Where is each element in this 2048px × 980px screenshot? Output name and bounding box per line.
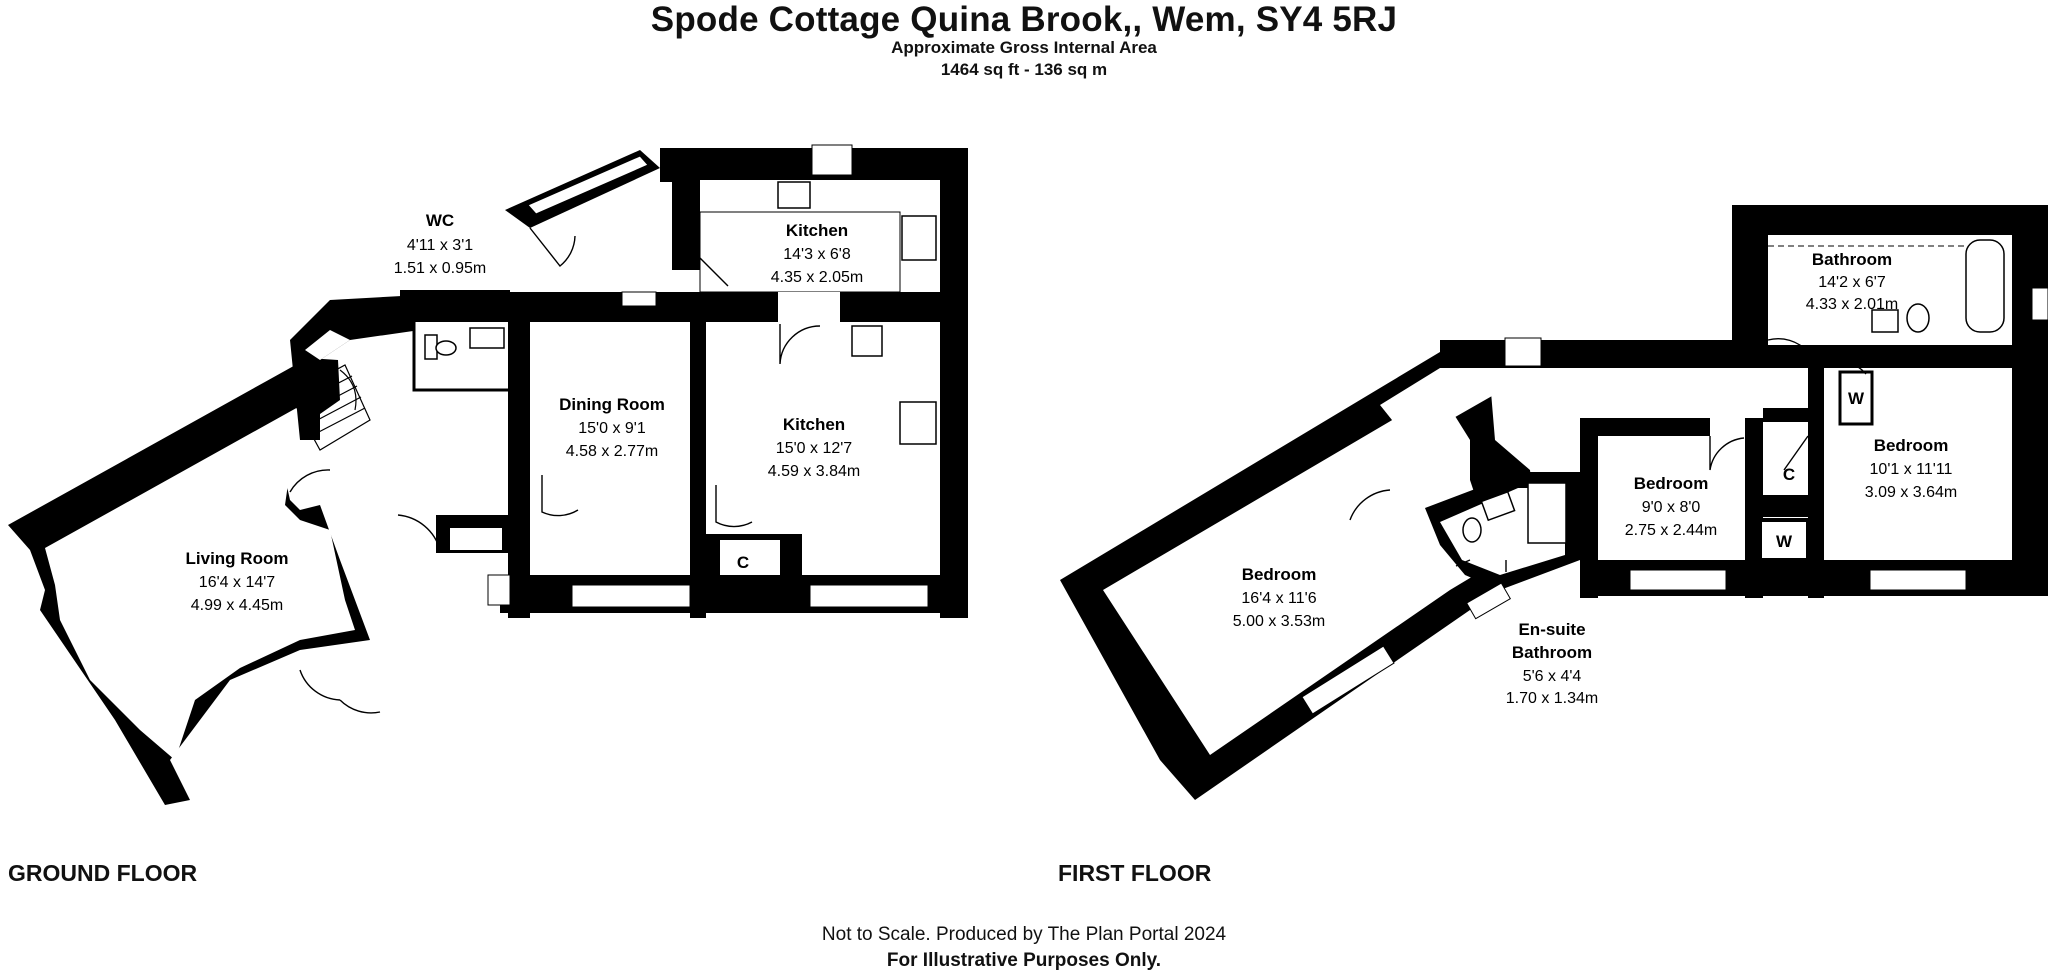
room-bedroom-right-name: Bedroom [1874,436,1949,455]
sink-icon-top [777,181,811,209]
staircase [289,364,371,451]
room-living-name: Living Room [186,549,289,568]
room-ensuite-name1: En-suite [1518,620,1585,639]
hob-icon-main [899,401,937,445]
room-kitchen-main: Kitchen 15'0 x 12'7 4.59 x 3.84m [768,415,861,480]
bedroom-large-window [1301,645,1395,715]
area-value: 1464 sq ft - 136 sq m [940,60,1108,79]
room-bedroom-large-metric: 5.00 x 3.53m [1233,613,1326,630]
door-swings-first [1349,337,1867,572]
shower-icon [1527,482,1567,544]
room-living-imperial: 16'4 x 14'7 [199,574,275,591]
room-kitchen-main-metric: 4.59 x 3.84m [768,463,861,480]
room-wc-imperial: 4'11 x 3'1 [407,237,473,254]
room-bathroom-name: Bathroom [1812,250,1892,269]
room-bedroom-mid-metric: 2.75 x 2.44m [1625,522,1718,539]
room-kitchen-main-imperial: 15'0 x 12'7 [776,440,852,457]
room-bedroom-right-imperial: 10'1 x 11'11 [1870,461,1953,478]
room-bedroom-mid: Bedroom 9'0 x 8'0 2.75 x 2.44m [1625,474,1718,539]
room-kitchen-small-imperial: 14'3 x 6'8 [783,246,851,263]
bedroom-mid-window [1629,569,1727,591]
area-label: Approximate Gross Internal Area [891,38,1157,57]
living-room-floor [45,406,355,760]
cupboard-c-first: C [1783,465,1795,484]
ensuite-toilet-icon [1462,517,1482,543]
room-bathroom-metric: 4.33 x 2.01m [1806,296,1899,313]
dining-window-top [621,291,657,307]
room-ensuite: En-suite Bathroom 5'6 x 4'4 1.70 x 1.34m [1506,620,1599,707]
bathroom-toilet-icon [1906,303,1930,333]
bathroom-window [2031,287,2048,321]
room-dining-name: Dining Room [559,395,665,414]
room-dining: Dining Room 15'0 x 9'1 4.58 x 2.77m [559,395,665,460]
first-floor-plan [1060,205,2048,800]
room-wc: WC 4'11 x 3'1 1.51 x 0.95m [394,211,487,277]
room-ensuite-name2: Bathroom [1512,643,1592,662]
cupboard-c-ground: C [737,553,749,572]
bath-icon [1965,239,2005,333]
room-bedroom-large-imperial: 16'4 x 11'6 [1241,590,1316,607]
first-floor-label: FIRST FLOOR [1058,860,1212,886]
ensuite-window [1465,582,1512,620]
room-ensuite-imperial: 5'6 x 4'4 [1523,668,1582,685]
window-top [527,155,649,215]
room-bedroom-right: Bedroom 10'1 x 11'11 3.09 x 3.64m [1865,436,1958,501]
room-bedroom-large-name: Bedroom [1242,565,1317,584]
room-bathroom-imperial: 14'2 x 6'7 [1818,274,1886,291]
hall-window [487,574,511,606]
room-ensuite-metric: 1.70 x 1.34m [1506,690,1599,707]
room-bathroom: Bathroom 14'2 x 6'7 4.33 x 2.01m [1806,250,1899,313]
ground-floor-plan [8,144,968,805]
room-kitchen-small-name: Kitchen [786,221,848,240]
room-kitchen-small: Kitchen 14'3 x 6'8 4.35 x 2.05m [771,221,864,286]
sink-icon-main [851,325,883,357]
room-bedroom-mid-name: Bedroom [1634,474,1709,493]
room-dining-metric: 4.58 x 2.77m [566,443,659,460]
bathroom-basin-icon [1871,309,1899,333]
wc-toilet-icon [424,334,438,360]
room-kitchen-main-name: Kitchen [783,415,845,434]
wc-basin-icon [469,327,505,349]
ground-floor-label: GROUND FLOOR [8,860,198,886]
room-living-metric: 4.99 x 4.45m [191,597,284,614]
ensuite-basin-icon [1480,490,1516,522]
room-bedroom-large: Bedroom 16'4 x 11'6 5.00 x 3.53m [1233,565,1326,630]
room-living: Living Room 16'4 x 14'7 4.99 x 4.45m [186,549,289,614]
room-wc-name: WC [426,211,454,230]
bedroom-large-floor [1103,392,1500,755]
footer-disclaimer: Not to Scale. Produced by The Plan Porta… [821,924,1227,945]
room-bedroom-mid-imperial: 9'0 x 8'0 [1642,499,1701,516]
kitchen-window-top [811,144,853,176]
cupboard-w-lower: W [1776,532,1793,551]
room-bedroom-right-metric: 3.09 x 3.64m [1865,484,1958,501]
hob-icon-top [901,215,937,261]
window-landing [1504,337,1542,367]
bedroom-right-window [1869,569,1967,591]
room-kitchen-small-metric: 4.35 x 2.05m [771,269,864,286]
kitchen-window-bottom [809,584,929,608]
door-swings-ground [289,227,821,714]
footer-illustrative: For Illustrative Purposes Only. [886,950,1162,971]
page-title: Spode Cottage Quina Brook,, Wem, SY4 5RJ [650,0,1398,39]
dining-window-bottom [571,584,691,608]
room-wc-metric: 1.51 x 0.95m [394,260,487,277]
room-dining-imperial: 15'0 x 9'1 [578,420,646,437]
cupboard-w-upper: W [1848,389,1865,408]
